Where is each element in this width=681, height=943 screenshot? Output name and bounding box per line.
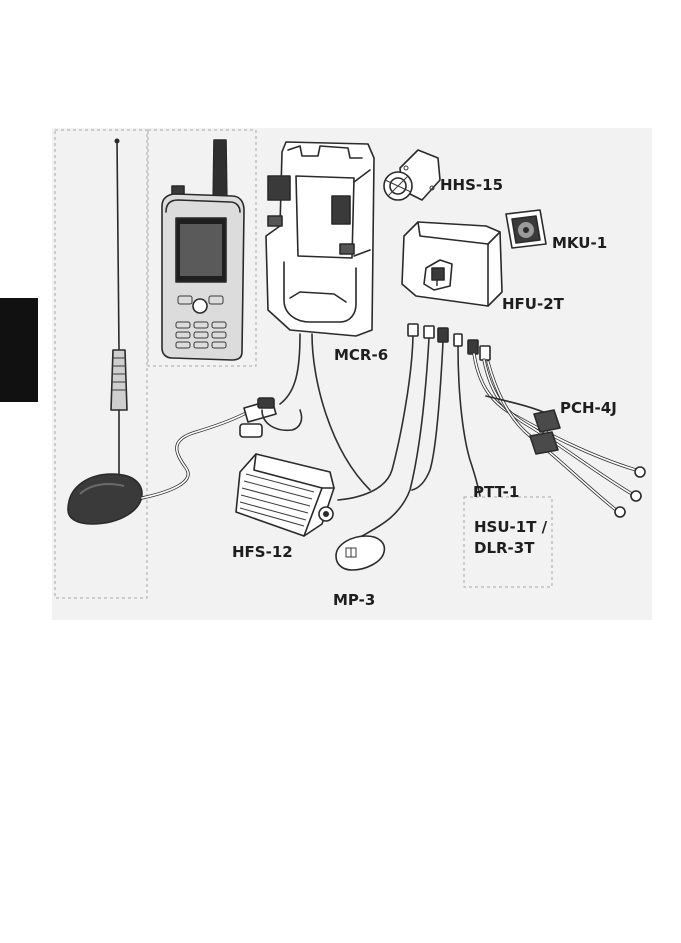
- label-pch4j: PCH-4J: [560, 399, 617, 417]
- label-ptt1: PTT-1: [473, 483, 519, 501]
- label-mcr6: MCR-6: [334, 346, 388, 364]
- label-mku1: MKU-1: [552, 234, 607, 252]
- side-tab: [0, 298, 38, 402]
- label-hfu2t: HFU-2T: [502, 295, 565, 313]
- hfu2t-unit: [402, 222, 502, 306]
- label-hsu1t: HSU-1T /: [474, 518, 548, 536]
- label-mp3: MP-3: [333, 591, 375, 609]
- adapter-tag: [240, 424, 262, 437]
- mcr6-cradle: [266, 142, 374, 336]
- label-dlr3t: DLR-3T: [474, 539, 535, 557]
- cradle-plug: [258, 398, 274, 408]
- mku1-mount: [506, 210, 546, 248]
- nav-key: [193, 299, 207, 313]
- label-hfs12: HFS-12: [232, 543, 293, 561]
- label-hhs15: HHS-15: [440, 176, 503, 194]
